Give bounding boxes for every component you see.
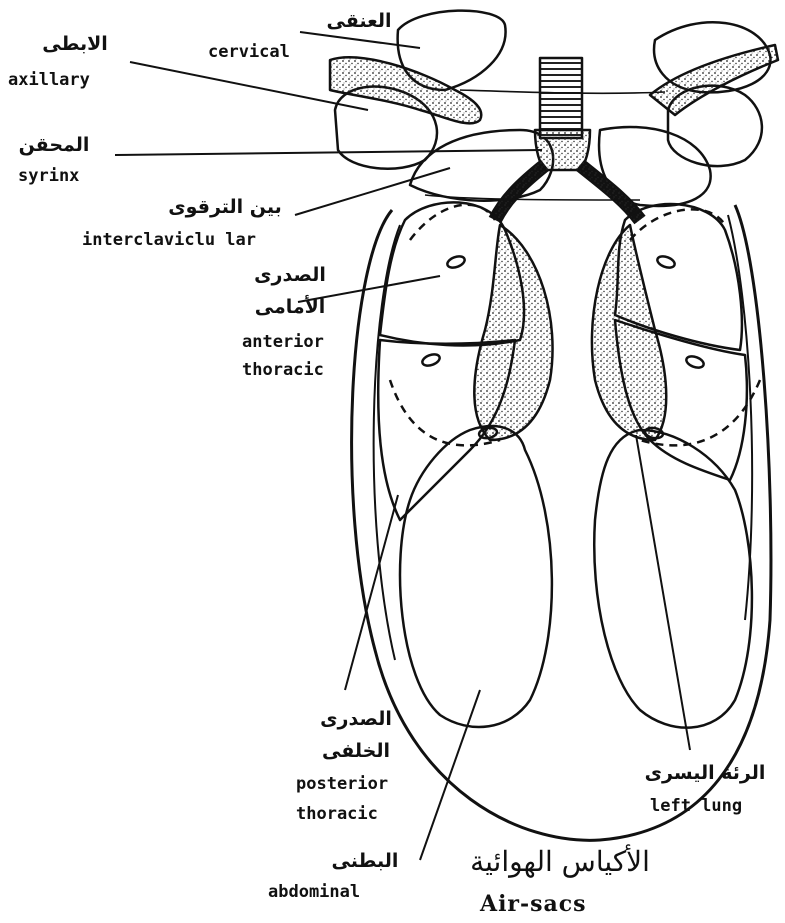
abdominal-label-en: abdominal xyxy=(268,884,360,901)
title-en: Air-sacs xyxy=(480,893,587,915)
axillary-label-ar: الابطى xyxy=(20,35,130,54)
syrinx-label-ar: المحقن xyxy=(14,136,94,155)
title-ar: الأكياس الهوائية xyxy=(440,848,680,876)
interclavicular-label-ar: بين الترقوى xyxy=(160,198,290,217)
posterior-thoracic-label-ar1: الصدرى xyxy=(306,710,406,729)
cervical-label-en: cervical xyxy=(208,44,290,61)
anterior-thoracic-label-en1: anterior xyxy=(242,334,324,351)
trachea xyxy=(540,58,582,138)
axillary-label-en: axillary xyxy=(8,72,90,89)
abdominal-sac-left xyxy=(400,426,552,727)
anterior-thoracic-label-en2: thoracic xyxy=(242,362,324,379)
posterior-thoracic-label-ar2: الخلفى xyxy=(306,742,406,761)
syrinx-label-en: syrinx xyxy=(18,168,79,185)
interclavicular-label-en: interclaviclu lar xyxy=(82,232,256,249)
anterior-thoracic-label-ar1: الصدرى xyxy=(245,266,335,285)
body-inner-line-right xyxy=(728,215,752,620)
lung-left xyxy=(474,225,552,440)
anterior-thoracic-label-ar2: الأمامى xyxy=(245,298,335,317)
leader-lines xyxy=(115,32,690,860)
cervical-label-ar: العنقى xyxy=(314,12,404,31)
abdominal-label-ar: البطنى xyxy=(320,852,410,871)
body-outline xyxy=(352,205,771,840)
posterior-thoracic-label-en1: posterior xyxy=(296,776,388,793)
abdominal-sac-right xyxy=(594,430,752,728)
posterior-thoracic-label-en2: thoracic xyxy=(296,806,378,823)
left-lung-label-en: left lung xyxy=(650,798,742,815)
left-lung-label-ar: الرئة اليسرى xyxy=(640,764,770,783)
interclavicular-sac xyxy=(410,130,553,201)
axillary-bronchus-left xyxy=(330,57,481,123)
